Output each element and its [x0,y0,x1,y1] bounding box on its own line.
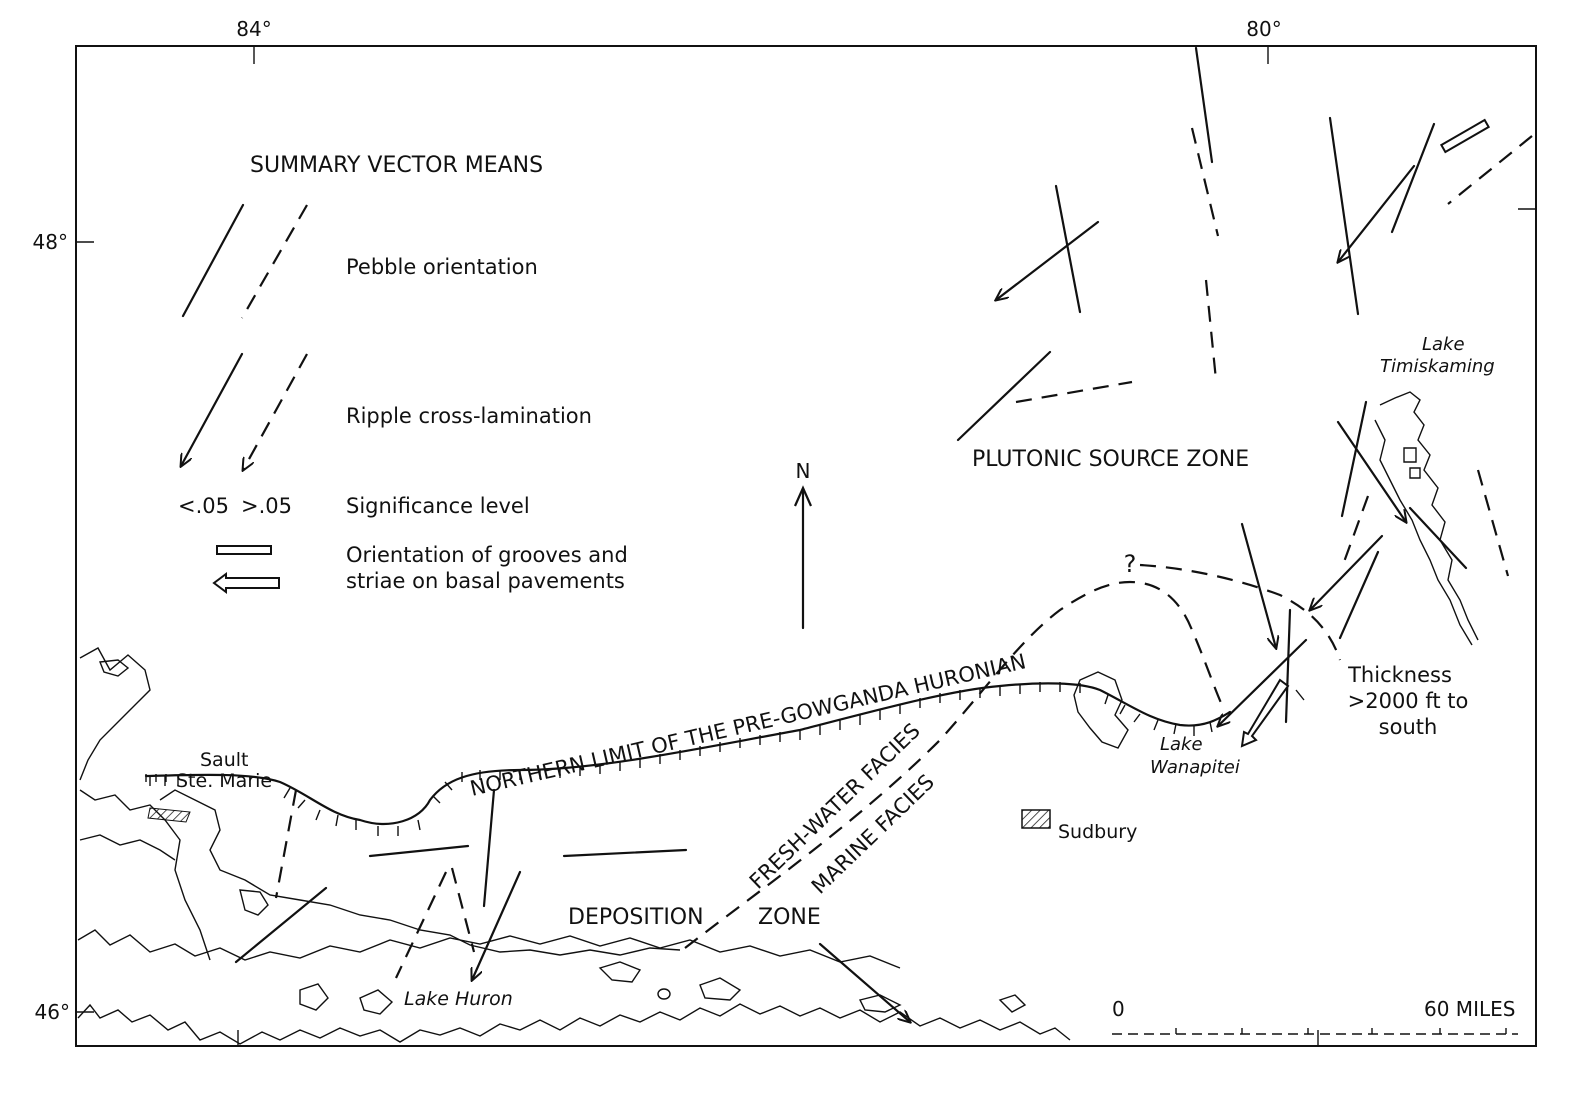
sault-label-2: Ste. Marie [176,770,272,792]
source-boundary-dashed [1139,563,1342,661]
plutonic-zone-label: PLUTONIC SOURCE ZONE [972,447,1249,472]
scale-max: 60 MILES [1424,997,1515,1021]
lake-huron-label: Lake Huron [404,988,513,1010]
question-mark: ? [1124,550,1137,578]
map-frame [75,45,1537,1047]
lake-wanapitei-shape [1073,671,1129,749]
sault-label-1: Sault [200,749,248,771]
lon-label-80: 80° [1246,17,1281,41]
graticule-ticks [76,46,1536,1046]
lon-label-84: 84° [236,17,271,41]
lake-wanapitei-label-2: Wanapitei [1150,757,1240,778]
legend-groove-bar [216,545,272,555]
sudbury-label: Sudbury [1058,821,1137,843]
legend-grooves-line1: Orientation of grooves and [346,543,628,567]
legend-pebble-solid [181,203,245,318]
scale-zero: 0 [1112,997,1125,1021]
lake-timiskaming-label-2: Timiskaming [1380,356,1495,377]
legend-sig-high: >.05 [241,494,292,518]
legend-pebble-dashed [241,204,308,319]
vector-means [234,46,1533,1022]
legend: SUMMARY VECTOR MEANS Pebble orientation … [178,153,628,594]
sault-city-hatch [147,807,191,823]
legend-grooves-line2: striae on basal pavements [346,569,625,593]
northern-limit-line [144,682,1232,836]
north-arrow-head [793,485,813,507]
north-label: N [796,459,811,483]
thickness-line-1: Thickness [1347,663,1452,687]
north-arrow: N [793,459,813,630]
northern-limit-label: NORTHERN LIMIT OF THE PRE-GOWGANDA HURON… [468,649,1028,801]
legend-ripple-label: Ripple cross-lamination [346,404,592,428]
sudbury-hatch [1021,809,1051,829]
lake-timiskaming-shape [1379,391,1479,641]
legend-ripple-solid [181,352,244,466]
lat-label-46: 46° [35,1000,70,1024]
zone-label: ZONE [758,905,821,930]
legend-sig-low: <.05 [178,494,229,518]
legend-ripple-dashed [243,353,308,470]
legend-groove-arrow [212,572,280,594]
scale-bar: 0 60 MILES [1112,997,1518,1035]
facies-boundary-dashed [684,580,1223,949]
deposition-label: DEPOSITION [568,905,704,930]
legend-pebble-label: Pebble orientation [346,255,538,279]
legend-title: SUMMARY VECTOR MEANS [250,153,543,178]
thickness-line-2: >2000 ft to [1348,689,1469,713]
lake-wanapitei-label-1: Lake [1160,734,1203,755]
lat-label-48: 48° [33,230,68,254]
sault-marker [145,774,167,782]
marine-label: MARINE FACIES [807,770,939,899]
legend-sig-label: Significance level [346,494,530,518]
thickness-line-3: south [1379,715,1438,739]
lake-timiskaming-label-1: Lake [1422,334,1465,355]
